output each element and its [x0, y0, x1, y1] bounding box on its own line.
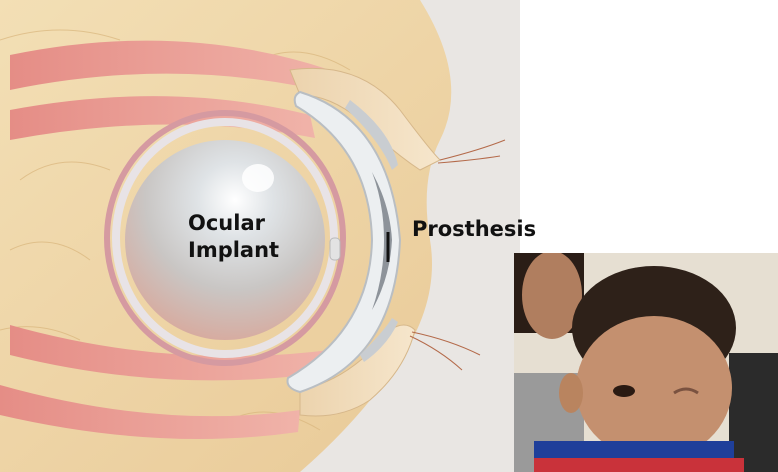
child-clothes-red [534, 458, 744, 472]
patient-photo [514, 253, 778, 472]
implant-tab [330, 238, 340, 260]
implant-label-line1: Ocular [188, 210, 279, 237]
implant-highlight [242, 164, 274, 192]
implant-label-line2: Implant [188, 237, 279, 264]
ocular-implant-label: Ocular Implant [188, 210, 279, 264]
child-eye-left [613, 385, 635, 397]
child-face [576, 316, 732, 460]
child-ear [559, 373, 583, 413]
background-chair [729, 353, 778, 472]
prosthesis-label: Prosthesis [412, 216, 536, 243]
